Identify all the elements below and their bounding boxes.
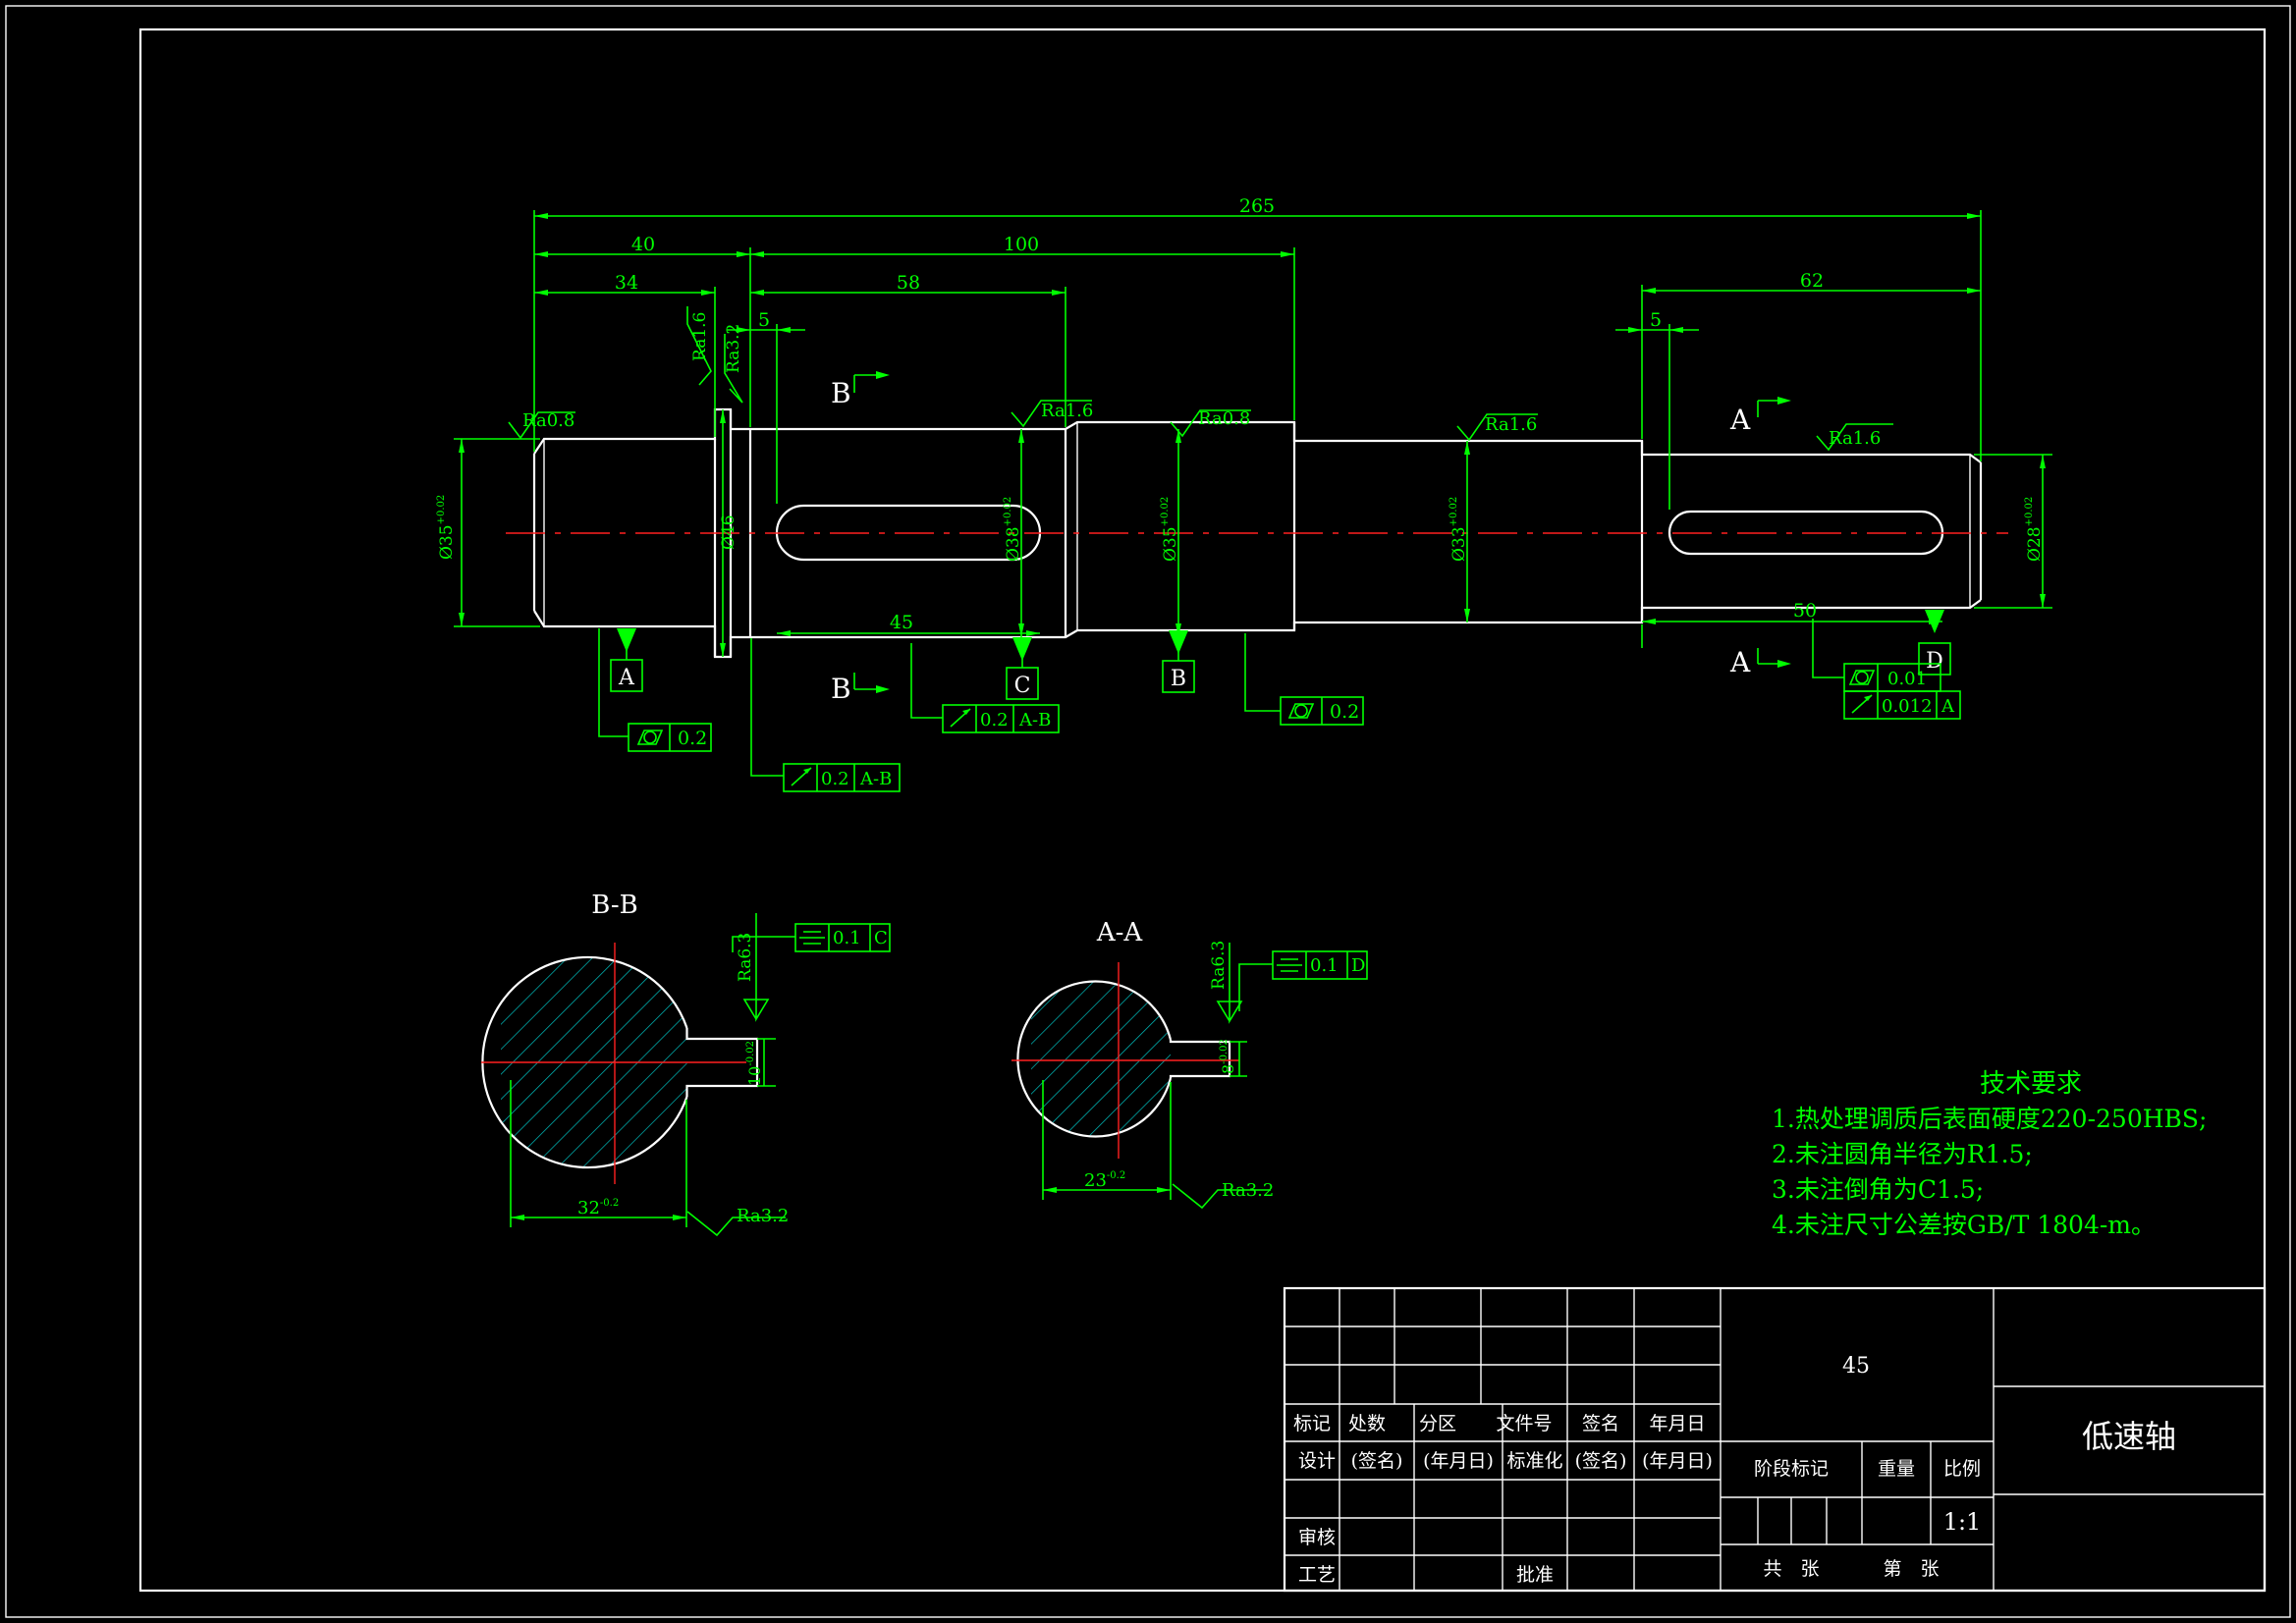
datum-a: A [618, 666, 635, 690]
dim-34: 34 [615, 272, 638, 294]
tb-scale-label: 比例 [1943, 1458, 1981, 1480]
section-aa: A-A 23-0.2 8-0.02 Ra6.3 Ra3.2 0.1 D [1011, 918, 1368, 1210]
aa-roughness-2: Ra3.2 [1222, 1180, 1274, 1201]
roughness-4: Ra1.6 [1041, 401, 1093, 421]
datum-d: D [1926, 649, 1943, 674]
dia-step: Ø33+0.02 [1449, 497, 1469, 562]
datum-b: B [1171, 667, 1186, 691]
tolerance-2-ref: A-B [1018, 710, 1051, 730]
aa-width-dim: 23-0.2 [1084, 1170, 1125, 1191]
tb-review: 审核 [1298, 1527, 1336, 1548]
tolerance-2-value: 0.2 [980, 710, 1009, 730]
dim-265: 265 [1239, 195, 1275, 217]
tb-sign2: (签名) [1575, 1450, 1627, 1472]
roughness-3: Ra3.2 [724, 324, 743, 373]
tolerance-4-value: 0.2 [1330, 701, 1359, 723]
dim-100: 100 [1004, 234, 1039, 255]
technical-requirements: 技术要求 1.热处理调质后表面硬度220-250HBS; 2.未注圆角半径为R1… [1772, 1069, 2207, 1239]
tb-count: 处数 [1348, 1413, 1386, 1434]
bb-key-dim: 10-0.02 [745, 1041, 764, 1086]
tb-stage: 阶段标记 [1754, 1458, 1829, 1480]
tb-doc: 文件号 [1496, 1413, 1552, 1434]
note-3: 3.未注倒角为C1.5; [1772, 1175, 1984, 1204]
tb-total: 共 张 [1763, 1558, 1819, 1580]
roughness-5: Ra0.8 [1198, 408, 1250, 429]
bb-roughness-2: Ra3.2 [737, 1206, 789, 1226]
bb-sym-ref: C [874, 928, 888, 948]
section-bb-label: B-B [591, 891, 637, 920]
dim-5a: 5 [758, 309, 770, 331]
section-aa-label: A-A [1096, 918, 1144, 947]
tb-weight: 重量 [1878, 1458, 1915, 1480]
tb-mark: 标记 [1293, 1413, 1331, 1434]
dim-5b: 5 [1650, 309, 1662, 331]
section-mark-a-top: A [1729, 404, 1751, 436]
tb-sign: 签名 [1582, 1413, 1619, 1434]
horizontal-dimensions: 265 40 34 100 58 5 45 62 5 50 [533, 195, 1982, 648]
notes-title: 技术要求 [1980, 1069, 2082, 1099]
tolerance-6-value: 0.012 [1882, 696, 1933, 717]
section-mark-b-bottom: B [831, 673, 851, 705]
tb-process: 工艺 [1298, 1564, 1336, 1586]
bb-width-dim: 32-0.2 [577, 1198, 619, 1218]
dim-50: 50 [1793, 600, 1817, 622]
aa-roughness-1: Ra6.3 [1209, 941, 1229, 990]
tolerance-5-value: 0.01 [1887, 669, 1927, 689]
dim-58: 58 [897, 272, 920, 294]
dia-left: Ø35+0.02 [436, 495, 457, 560]
title-block: 45 低速轴 标记 处数 分区 文件号 签名 年月日 设计 (签名) (年月日)… [1283, 1286, 2267, 1593]
tb-sign1: (签名) [1351, 1450, 1403, 1472]
dia-right: Ø28+0.02 [2024, 497, 2045, 562]
outer-frame [5, 5, 2291, 1618]
part-name: 低速轴 [2082, 1418, 2176, 1455]
section-mark-b-top: B [831, 377, 851, 409]
tolerance-6-ref: A [1941, 696, 1955, 717]
inner-frame [138, 27, 2267, 1593]
tb-zone: 分区 [1419, 1413, 1456, 1434]
tb-approve: 批准 [1516, 1564, 1554, 1586]
tolerance-3-value: 0.2 [821, 769, 849, 789]
diameter-dimensions: Ø35+0.02 Ø46 Ø38+0.02 Ø35+0.02 Ø33+0.02 … [436, 409, 2052, 657]
dia-key1: Ø38+0.02 [1003, 497, 1023, 562]
dia-collar: Ø46 [719, 514, 738, 550]
tb-scale: 1:1 [1943, 1508, 1982, 1536]
datum-symbols: A C B D [610, 610, 1951, 700]
note-1: 1.热处理调质后表面硬度220-250HBS; [1772, 1105, 2207, 1133]
dim-62: 62 [1800, 270, 1824, 292]
tb-design: 设计 [1298, 1450, 1336, 1472]
tb-sheet: 第 张 [1883, 1558, 1939, 1580]
tolerance-frames: 0.2 0.2 A-B 0.2 A-B 0.2 0.01 [598, 619, 1961, 792]
tolerance-3-ref: A-B [859, 769, 892, 789]
aa-sym-value: 0.1 [1310, 955, 1339, 976]
tolerance-1-value: 0.2 [678, 728, 707, 749]
aa-key-dim: 8-0.02 [1219, 1039, 1237, 1074]
note-2: 2.未注圆角半径为R1.5; [1772, 1140, 2033, 1168]
section-bb: B-B 32-0.2 10-0.02 Ra6.3 Ra3.2 0.1 C [481, 891, 891, 1237]
tb-date2: (年月日) [1642, 1450, 1713, 1472]
dia-mid: Ø35+0.02 [1160, 497, 1180, 562]
dim-40: 40 [631, 234, 655, 255]
bb-roughness-1: Ra6.3 [736, 933, 755, 982]
note-4: 4.未注尺寸公差按GB/T 1804-m。 [1772, 1211, 2156, 1239]
dim-45: 45 [890, 612, 913, 633]
roughness-symbols: Ra0.8 Ra1.6 Ra3.2 Ra1.6 Ra0.8 Ra1.6 Ra1.… [508, 306, 1893, 452]
section-mark-a-bottom: A [1729, 646, 1751, 678]
roughness-2: Ra1.6 [690, 312, 710, 361]
section-marks: B B A A [831, 371, 1791, 705]
bb-sym-value: 0.1 [833, 928, 861, 948]
tb-standard: 标准化 [1506, 1450, 1562, 1472]
roughness-6: Ra1.6 [1485, 414, 1537, 435]
aa-sym-ref: D [1351, 955, 1365, 976]
tb-date1: (年月日) [1423, 1450, 1494, 1472]
tb-date: 年月日 [1649, 1413, 1705, 1434]
datum-c: C [1014, 674, 1031, 698]
roughness-1: Ra0.8 [522, 410, 574, 431]
roughness-7: Ra1.6 [1829, 428, 1881, 449]
material: 45 [1842, 1354, 1870, 1379]
